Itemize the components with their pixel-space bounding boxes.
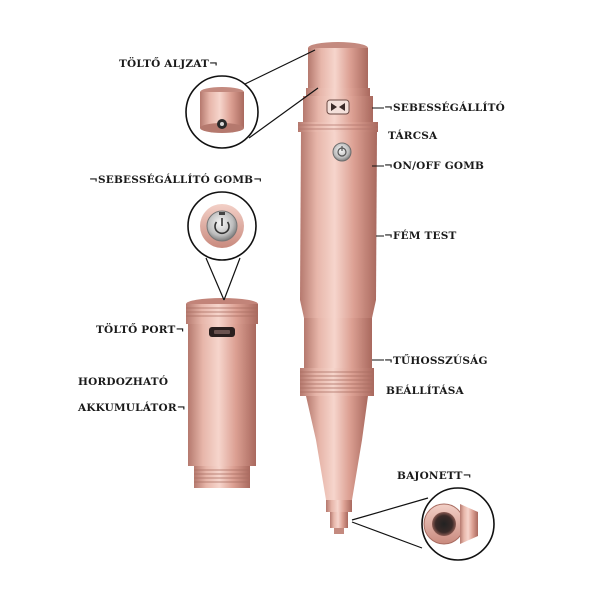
label-charging-socket: TÖLTŐ ALJZAT¬ <box>119 58 219 70</box>
label-speed-button: ¬SEBESSÉGÁLLÍTÓ GOMB¬ <box>89 174 263 186</box>
speed-dial-icon[interactable] <box>326 99 350 115</box>
label-speed-dial-line2: TÁRCSA <box>388 130 438 142</box>
label-battery-line1: HORDOZHATÓ <box>78 376 169 388</box>
label-charging-port: TÖLTŐ PORT¬ <box>96 324 185 336</box>
label-on-off: ¬ON/OFF GOMB <box>384 160 485 172</box>
power-icon[interactable] <box>214 218 230 235</box>
label-leaders <box>372 107 384 361</box>
label-metal-body: ¬FÉM TEST <box>384 230 457 242</box>
pen-body <box>298 42 378 534</box>
callout-charging-socket <box>185 49 319 149</box>
battery <box>186 298 258 488</box>
usb-port-icon[interactable] <box>209 327 235 337</box>
label-bayonet: BAJONETT¬ <box>397 470 472 482</box>
on-off-button[interactable] <box>332 142 352 162</box>
label-needle-depth-line2: BEÁLLÍTÁSA <box>386 385 464 397</box>
callout-bayonet <box>351 487 495 561</box>
label-battery-line2: AKKUMULÁTOR¬ <box>78 402 186 414</box>
callout-speed-button <box>187 191 257 301</box>
label-speed-dial-line1: ¬SEBESSÉGÁLLÍTÓ <box>384 102 505 114</box>
label-needle-depth-line1: ¬TŰHOSSZÚSÁG <box>384 355 488 367</box>
